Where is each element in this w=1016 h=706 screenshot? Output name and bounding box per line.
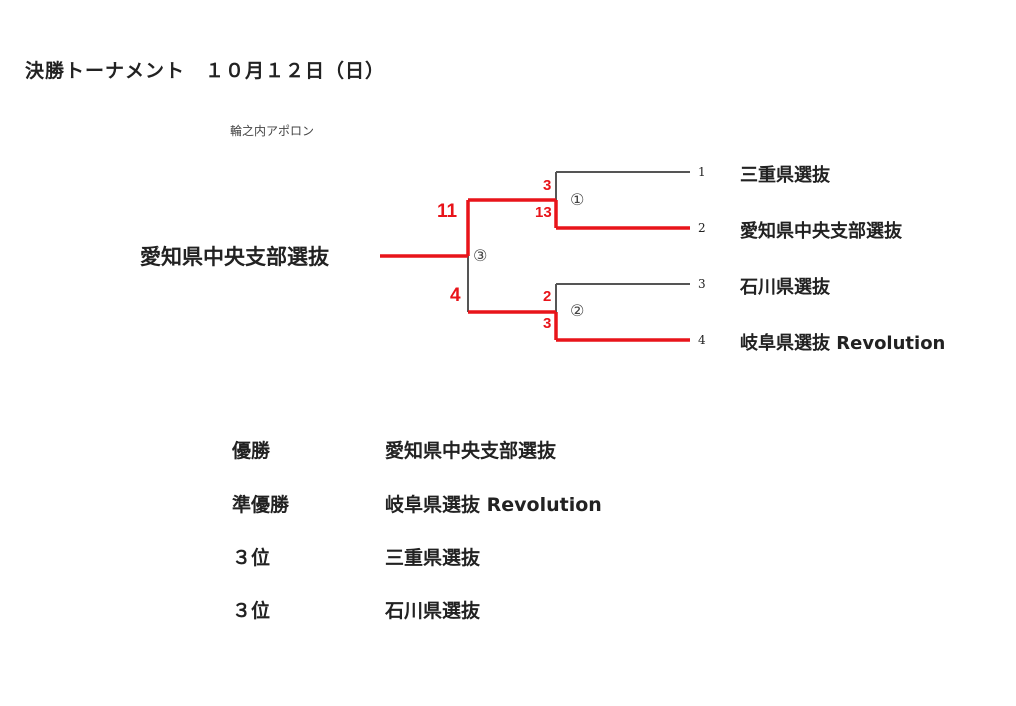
- match-number: ①: [570, 190, 585, 209]
- seed-number: 2: [698, 221, 706, 235]
- score: 11: [437, 201, 458, 222]
- seed-number: 4: [698, 333, 706, 347]
- venue-label: 輪之内アポロン: [230, 124, 315, 138]
- result-rank: 優勝: [232, 440, 271, 462]
- line-seed4-win: [554, 312, 690, 342]
- team-name: 愛知県中央支部選抜: [740, 221, 902, 242]
- result-rank: 準優勝: [232, 494, 290, 516]
- line-seed2-win: [554, 200, 690, 230]
- match-number: ③: [473, 246, 488, 265]
- score: 3: [543, 177, 552, 194]
- score: 2: [543, 288, 552, 305]
- result-rank: ３位: [232, 547, 271, 569]
- team-name: 石川県選抜: [740, 277, 830, 298]
- score: 4: [450, 285, 461, 306]
- seed-number: 1: [698, 165, 706, 179]
- match-number: ②: [570, 301, 585, 320]
- team-name: 岐阜県選抜 Revolution: [740, 333, 946, 354]
- result-team: 石川県選抜: [385, 600, 481, 622]
- score: 3: [543, 315, 552, 332]
- result-rank: ３位: [232, 600, 271, 622]
- result-team: 三重県選抜: [385, 547, 481, 569]
- result-team: 岐阜県選抜 Revolution: [385, 494, 602, 516]
- team-name: 三重県選抜: [740, 165, 830, 186]
- champion-label: 愛知県中央支部選抜: [140, 245, 329, 269]
- line-seed1: [555, 171, 690, 200]
- line-seed3: [555, 283, 690, 312]
- line-final-win: [380, 200, 470, 258]
- page-title: 決勝トーナメント １０月１２日（日）: [25, 60, 386, 82]
- score: 13: [535, 204, 552, 221]
- result-team: 愛知県中央支部選抜: [385, 440, 557, 462]
- seed-number: 3: [698, 277, 706, 291]
